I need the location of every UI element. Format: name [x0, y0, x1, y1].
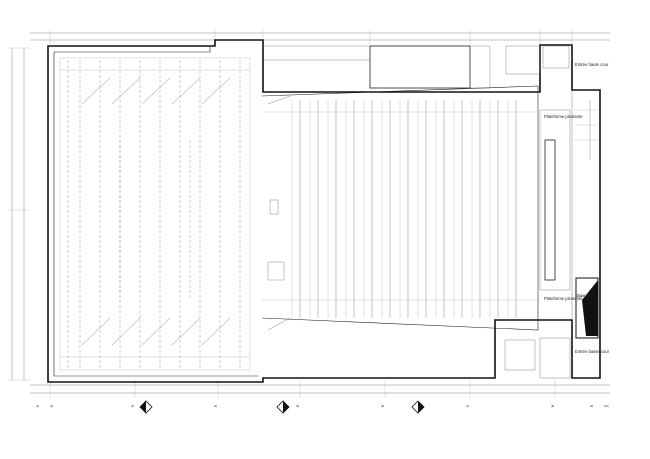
label-plateforme-pivotante-bottom: Plateforme pivotante [544, 296, 583, 301]
stage-area [59, 57, 251, 371]
grid-axis-label: (10) [604, 404, 609, 408]
top-dimension-lines [30, 30, 610, 44]
label-entree-basse-cour: Entrée basse cour [575, 349, 610, 354]
bottom-dimension-lines [30, 380, 610, 398]
outer-walls [47, 39, 601, 383]
grid-axis-label: (3) [131, 404, 134, 408]
grid-axis-row: (1) (2) (3) (4) (5) (6) (7) (8) (9) (10) [36, 404, 609, 408]
label-plateforme-pivotante-top: Plateforme pivotante [544, 114, 583, 119]
grid-axis-label: (1) [36, 404, 39, 408]
seating-area [261, 85, 539, 331]
grid-axis-label: (4) [214, 404, 217, 408]
left-dimension-lines [8, 47, 30, 381]
upper-rooms [263, 45, 570, 89]
grid-axis-label: (6) [381, 404, 384, 408]
grid-axis-label: (2) [50, 404, 53, 408]
grid-axis-label: (5) [296, 404, 299, 408]
right-wing [504, 90, 598, 379]
grid-axis-label: (7) [466, 404, 469, 408]
label-entree-haute-cour: Entrée haute cour [575, 62, 609, 67]
label-baie-cvc: Baie CVC [577, 293, 595, 298]
grid-axis-label: (9) [590, 404, 593, 408]
section-arrow-icon [276, 400, 290, 414]
grid-axis-label: (8) [551, 404, 554, 408]
baie-cvc-block [575, 277, 599, 339]
section-arrow-icon [139, 400, 153, 414]
section-arrow-icon [411, 400, 425, 414]
